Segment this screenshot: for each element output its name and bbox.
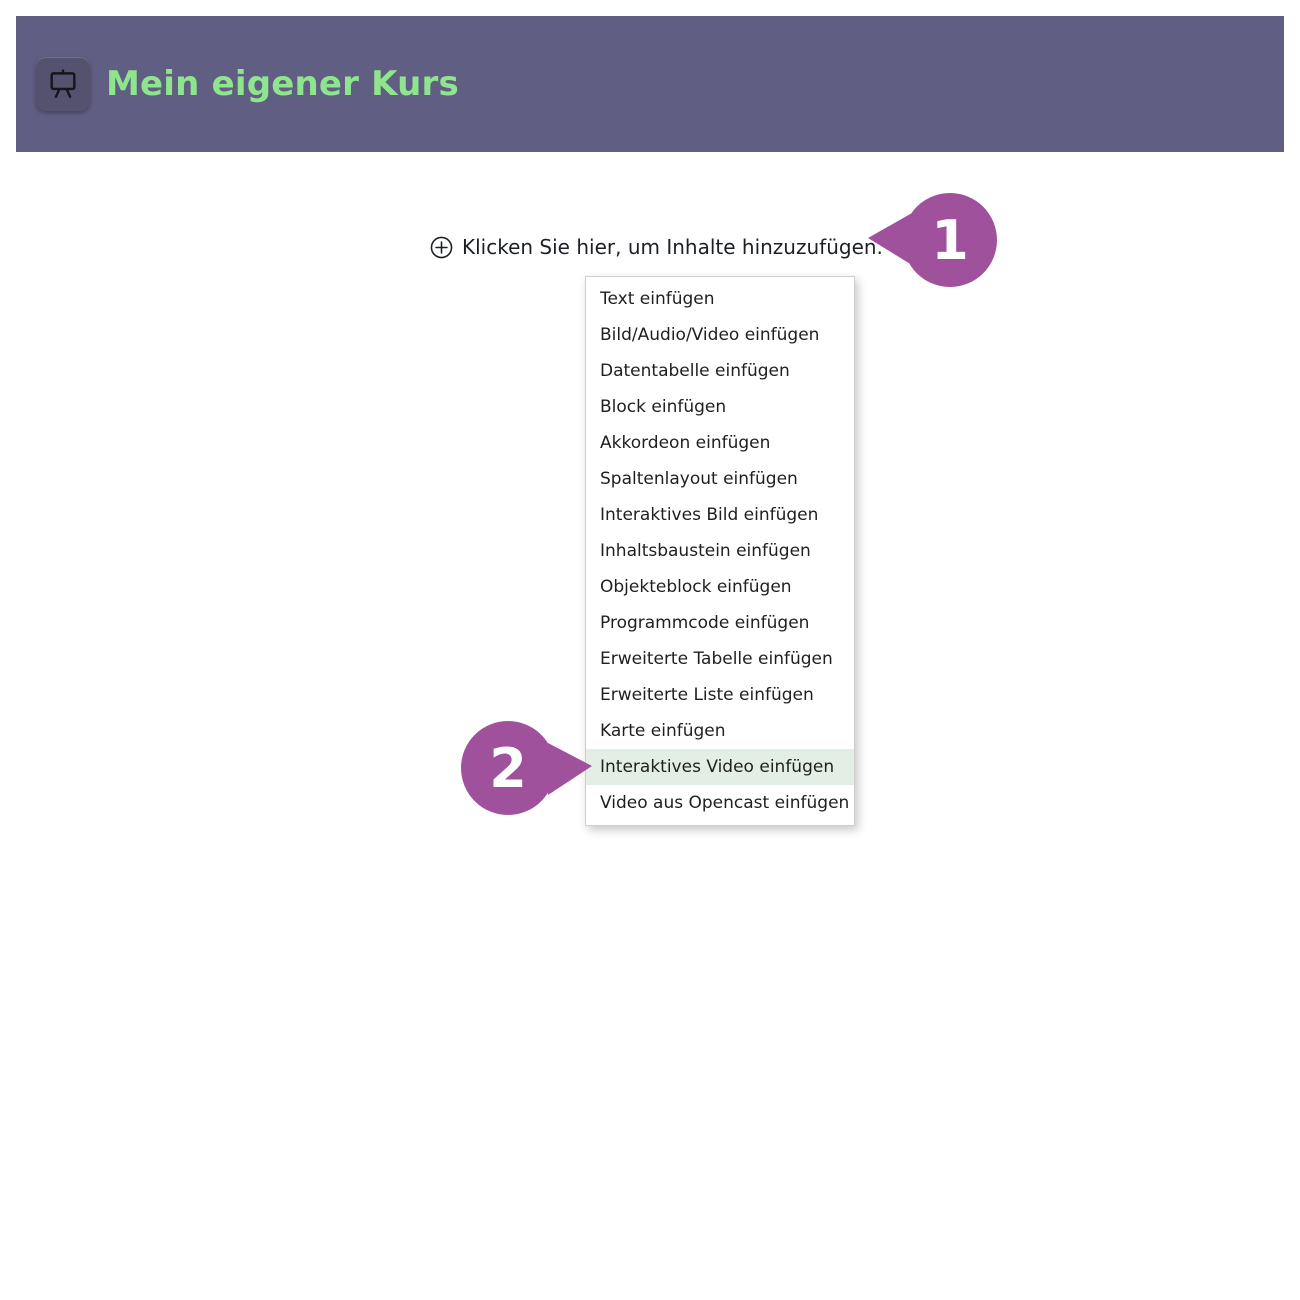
menu-item[interactable]: Programmcode einfügen <box>600 613 810 633</box>
circle-plus-icon <box>430 236 453 258</box>
menu-item[interactable]: Akkordeon einfügen <box>600 433 771 453</box>
step-2-number: 2 <box>489 737 527 800</box>
menu-item[interactable]: Interaktives Bild einfügen <box>600 505 819 525</box>
presentation-board-icon <box>50 69 76 98</box>
course-icon-container <box>36 57 90 111</box>
add-content-menu: Text einfügen Bild/Audio/Video einfügen … <box>585 276 855 826</box>
menu-item[interactable]: Erweiterte Tabelle einfügen <box>600 649 833 669</box>
menu-item[interactable]: Video aus Opencast einfügen <box>600 793 850 813</box>
menu-item[interactable]: Spaltenlayout einfügen <box>600 469 798 489</box>
course-title: Mein eigener Kurs <box>106 64 459 104</box>
menu-item-highlighted[interactable]: Interaktives Video einfügen <box>586 749 854 785</box>
menu-item[interactable]: Inhaltsbaustein einfügen <box>600 541 811 561</box>
menu-item[interactable]: Karte einfügen <box>600 721 726 741</box>
step-2-callout: 2 <box>461 721 592 815</box>
add-content-label: Klicken Sie hier, um Inhalte hinzuzufüge… <box>462 235 883 259</box>
add-content-button[interactable]: Klicken Sie hier, um Inhalte hinzuzufüge… <box>430 231 883 263</box>
menu-item[interactable]: Bild/Audio/Video einfügen <box>600 325 820 345</box>
menu-item[interactable]: Block einfügen <box>600 397 727 417</box>
step-1-number: 1 <box>931 209 969 272</box>
menu-item[interactable]: Datentabelle einfügen <box>600 361 790 381</box>
menu-item[interactable]: Text einfügen <box>600 289 715 309</box>
menu-item[interactable]: Erweiterte Liste einfügen <box>600 685 814 705</box>
course-header: Mein eigener Kurs <box>16 16 1284 152</box>
menu-item[interactable]: Objekteblock einfügen <box>600 577 792 597</box>
